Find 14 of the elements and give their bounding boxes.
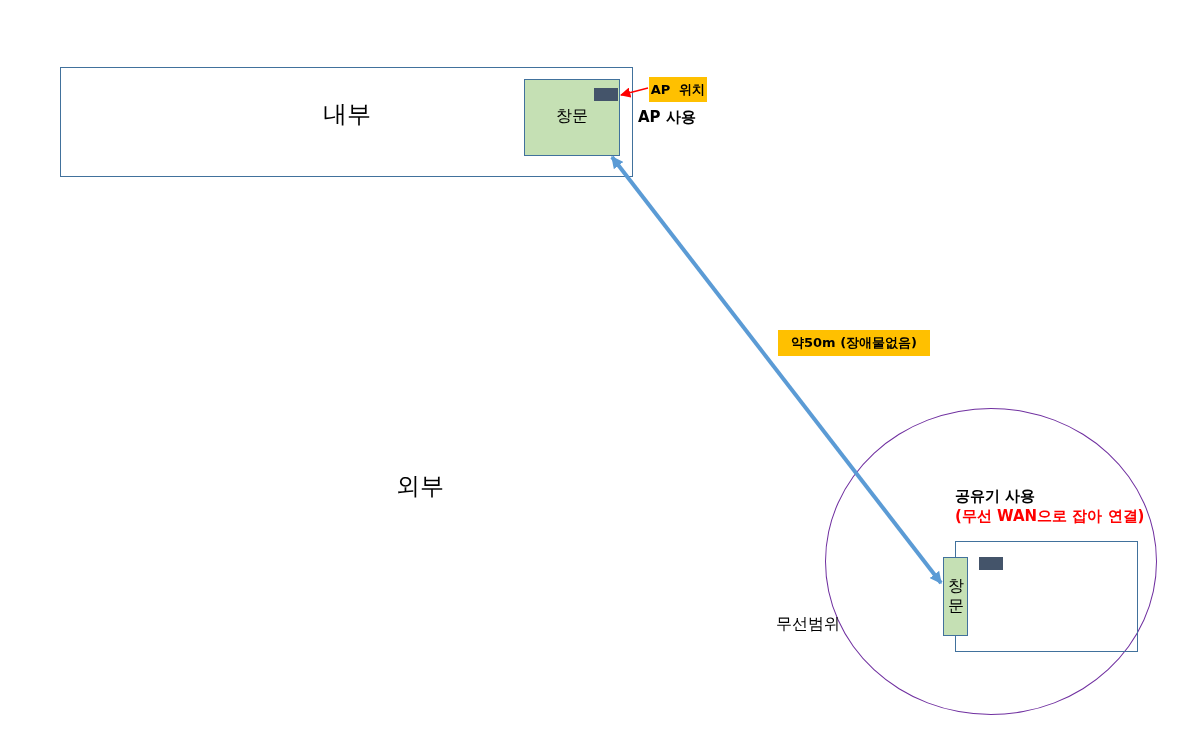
edge-label: 약50m (장애물없음): [778, 330, 930, 356]
window-box: 창문: [524, 79, 620, 156]
callout-box: AP 위치: [649, 77, 707, 102]
caption-text: 무선범위: [776, 614, 840, 635]
note-text: 외부: [396, 471, 444, 502]
device-block: [979, 557, 1003, 570]
window-box: 창문: [943, 557, 968, 636]
device-block: [594, 88, 618, 101]
room-box: 내부 창문: [60, 67, 633, 177]
leader-line: [620, 87, 649, 98]
caption-text: 공유기 사용: [955, 487, 1036, 506]
caption-text: (무선 WAN으로 잡아 연결): [955, 507, 1145, 526]
note-text: AP 사용: [638, 108, 696, 127]
arrow: [610, 155, 943, 585]
